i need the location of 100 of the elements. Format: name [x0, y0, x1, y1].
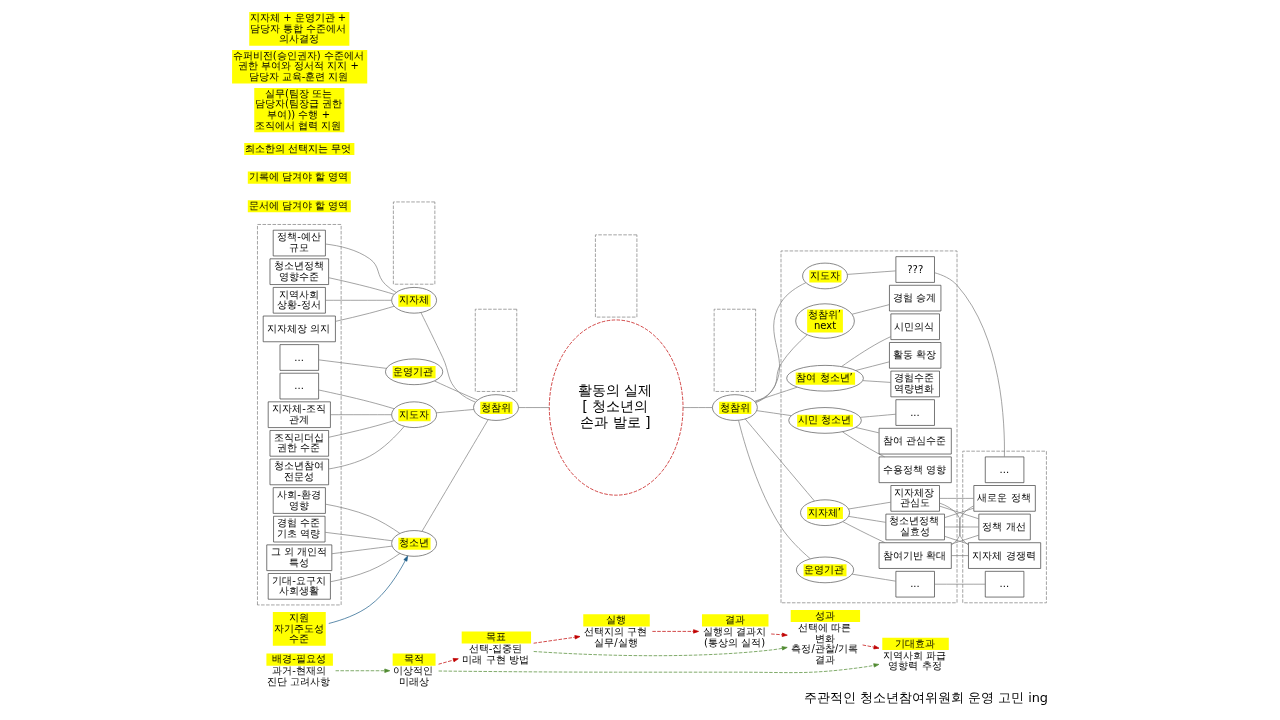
node-box: 새로운 정책: [972, 485, 1036, 512]
node-box: 경험 수준 기초 역량: [272, 515, 325, 543]
node-box: 목적: [392, 653, 436, 666]
connector: [854, 427, 879, 434]
node-ellipse: 청참위: [472, 394, 519, 421]
cluster: [256, 224, 341, 606]
node-label: 선택지의 구현 실무/실행: [583, 626, 647, 648]
node-box: 활동 확장: [888, 342, 941, 369]
node-ellipse: 청참위: [711, 394, 758, 421]
connector: [328, 420, 394, 438]
node-box: 청소년참여 전문성: [269, 458, 329, 486]
connector: [420, 312, 476, 403]
node-ellipse: 지도자: [390, 401, 437, 428]
node-box: 정책-예산 규모: [272, 229, 326, 257]
node-box: ...: [279, 344, 319, 371]
node-box: 경험 승계: [888, 284, 941, 312]
connector: [938, 505, 979, 520]
connector: [841, 521, 885, 543]
connector: [317, 359, 387, 369]
connector: [754, 282, 806, 404]
node-box: 청소년정책 실효성: [885, 513, 945, 541]
node-label: 지역사회 파급 영향력 추정: [882, 649, 946, 672]
connector: [755, 410, 792, 416]
connector: [517, 407, 549, 408]
node-ellipse: 청참위’ next: [794, 303, 855, 339]
arrow: [770, 632, 788, 637]
connector: [324, 299, 392, 301]
caption: 주관적인 청소년참여위원회 운영 고민 ing: [803, 690, 1048, 706]
node-box: ???: [895, 256, 935, 283]
node-box: 지역사회 상황-정서: [272, 287, 326, 314]
node-box: [594, 234, 637, 318]
node-label: 실행의 결과치 (통상의 실적): [702, 626, 766, 648]
cluster: [961, 450, 1047, 604]
connector: [847, 516, 886, 523]
node-box: 지원 자기주도성 수준: [272, 612, 326, 646]
connector: [433, 380, 478, 401]
node-label: 과거-현재의 진단 고려사항: [266, 665, 330, 688]
connector: [324, 503, 400, 534]
connector: [324, 531, 392, 542]
connector: [846, 270, 896, 275]
connector: [327, 426, 405, 470]
node-box: 사회-환경 영향: [272, 487, 326, 514]
node-box: 청소년정책 영향수준: [269, 258, 329, 285]
node-box: 조직리더십 권한 수준: [269, 430, 329, 457]
connector: [933, 583, 986, 585]
node-ellipse: 참여 청소년’: [785, 365, 864, 392]
node-box: 그 외 개인적 특성: [265, 544, 332, 571]
label: 슈퍼비전(승인권자) 수준에서 권한 부여와 정서적 지지 + 담당자 교육-훈련 지원: [232, 49, 364, 83]
node-box: [713, 308, 756, 392]
node-box: 성과: [790, 609, 860, 623]
node-box: 배경-필요성: [265, 653, 333, 666]
connector: [329, 414, 392, 416]
node-ellipse: 청소년: [390, 530, 437, 557]
node-ellipse: 지도자: [801, 262, 848, 290]
connector: [933, 272, 1005, 458]
arrow: [532, 635, 580, 644]
connector: [847, 501, 891, 510]
connector: [421, 419, 488, 532]
connector: [851, 304, 890, 315]
connector: [317, 389, 394, 410]
arrow: [437, 663, 879, 673]
connector: [329, 553, 400, 583]
connector: [754, 334, 807, 403]
node-box: ...: [279, 372, 319, 400]
node-box: 시민의식: [890, 313, 940, 340]
connector: [943, 507, 974, 518]
connector: [328, 277, 394, 295]
node-ellipse: 지자체: [390, 287, 437, 314]
node-box: 기대효과: [881, 637, 949, 650]
node-box: 경험수준 역량변화: [890, 370, 940, 398]
connector: [744, 418, 815, 502]
node-box: 참여 관심수준: [878, 427, 952, 455]
connector: [435, 409, 474, 414]
node-box: 지자체 경쟁력: [967, 542, 1041, 569]
connector: [840, 336, 891, 367]
arrow: [437, 658, 459, 665]
connector: [854, 361, 890, 371]
node-label: 이상적인 미래상: [392, 665, 433, 688]
node-box: 지자체장 관심도: [890, 485, 940, 512]
node-box: ...: [984, 570, 1024, 598]
connector: [943, 536, 969, 545]
arrow: [327, 555, 408, 624]
node-ellipse: 지자체’: [799, 499, 850, 526]
label: 실무(팀장 또는 담당자(팀장급 권한 부여)) 수행 + 조직에서 협력 지원: [254, 87, 342, 131]
node-label: 선택-집중된 미래 구현 방법: [461, 643, 529, 666]
node-label: 선택에 따른 변화 측정/관찰/기록 결과: [790, 621, 858, 666]
connector: [938, 502, 969, 546]
node-box: 정책 개선: [978, 513, 1031, 541]
node-box: ...: [895, 399, 935, 426]
connector: [938, 498, 974, 499]
node-ellipse: 운영기관: [795, 556, 854, 584]
label: 최소한의 선택지는 무엇: [244, 142, 351, 154]
arrow: [651, 629, 699, 634]
label: 기록에 담겨야 할 영역: [248, 171, 348, 183]
connector: [851, 573, 896, 582]
node-ellipse: 활동의 실제 [ 청소년의 손과 발로 ]: [548, 319, 683, 496]
arrow: [532, 646, 788, 657]
connector: [682, 407, 713, 408]
connector: [324, 243, 397, 293]
node-box: 참여기반 확대: [878, 542, 952, 569]
